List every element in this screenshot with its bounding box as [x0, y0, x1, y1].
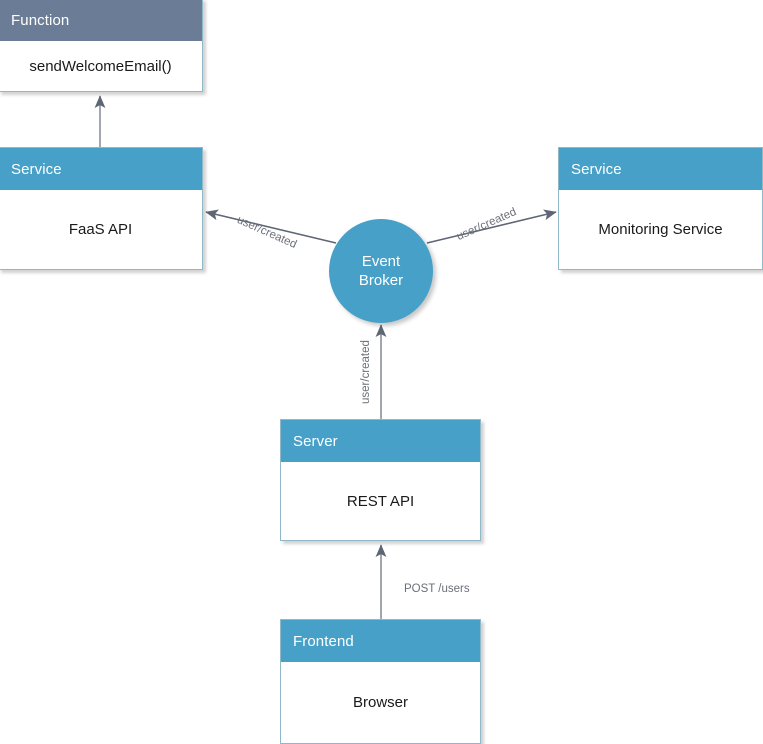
node-browser[interactable]: Frontend Browser [280, 619, 481, 744]
node-function[interactable]: Function sendWelcomeEmail() [0, 0, 203, 92]
node-function-stereotype: Function [0, 0, 202, 41]
node-event-broker[interactable]: Event Broker [329, 219, 433, 323]
node-monitoring-service-stereotype: Service [559, 148, 762, 190]
node-rest-api[interactable]: Server REST API [280, 419, 481, 541]
node-faas-api-stereotype: Service [0, 148, 202, 190]
node-faas-api[interactable]: Service FaaS API [0, 147, 203, 270]
connector-broker-to-monitoring [426, 209, 557, 244]
node-rest-api-stereotype: Server [281, 420, 480, 462]
edge-label-server-to-broker: user/created [360, 340, 372, 404]
node-rest-api-label: REST API [281, 462, 480, 540]
node-event-broker-label-line1: Event [361, 253, 401, 270]
node-monitoring-service-label: Monitoring Service [559, 190, 762, 269]
node-monitoring-service[interactable]: Service Monitoring Service [558, 147, 763, 270]
node-event-broker-label-line2: Broker [358, 272, 404, 289]
node-browser-stereotype: Frontend [281, 620, 480, 662]
node-function-label: sendWelcomeEmail() [0, 41, 202, 91]
node-browser-label: Browser [281, 662, 480, 743]
node-faas-api-label: FaaS API [0, 190, 202, 269]
connector-broker-to-faas [205, 209, 337, 244]
edge-label-frontend-to-server: POST /users [404, 583, 470, 595]
